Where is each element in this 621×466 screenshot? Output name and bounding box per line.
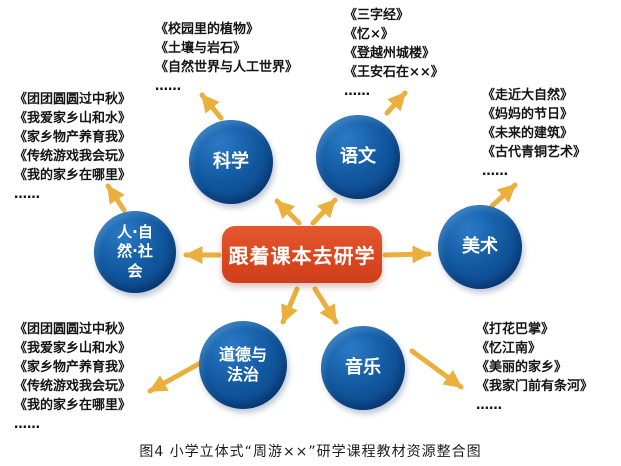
book-list-art: 《走近大自然》《妈妈的节日》《未来的建筑》《古代青铜艺术》 ……: [482, 86, 586, 181]
book-title: ……: [476, 398, 502, 413]
book-title: 《团团圆圆过中秋》: [14, 322, 132, 337]
book-title: ……: [155, 79, 181, 94]
arrow-center-to-chinese: [310, 197, 338, 226]
book-title: 《传统游戏我会玩》: [14, 379, 132, 394]
book-title: 《土壤与岩石》: [155, 41, 247, 56]
book-list-chinese: 《三字经》《忆×》《登越州城楼》《王安石在××》 ……: [344, 6, 444, 101]
book-title: 《三字经》: [344, 8, 410, 23]
arrow-center-to-science: [274, 198, 302, 226]
node-chinese: 语文: [316, 115, 400, 199]
figure-caption: 图4 小学立体式“周游××”研学课程教材资源整合图: [139, 444, 482, 460]
book-list-society: 《团团圆圆过中秋》《我爱家乡山和水》《家乡物产养育我》《传统游戏我会玩》《我的家…: [14, 90, 131, 204]
arrow-science-to-list: [199, 92, 224, 121]
book-title: 《自然世界与人工世界》: [155, 60, 299, 75]
book-title: 《古代青铜艺术》: [482, 145, 587, 160]
book-list-morality: 《团团圆圆过中秋》《我爱家乡山和水》《家乡物产养育我》《传统游戏我会玩》《我的家…: [14, 320, 131, 434]
book-title: 《未来的建筑》: [482, 126, 574, 141]
book-title: ……: [344, 84, 370, 99]
book-title: ……: [14, 417, 40, 432]
book-title: 《我的家乡在哪里》: [14, 398, 132, 413]
book-title: 《传统游戏我会玩》: [14, 149, 132, 164]
book-title: ……: [482, 164, 508, 179]
arrow-center-to-music: [312, 286, 339, 325]
book-title: 《忆江南》: [476, 341, 542, 356]
node-society: 人·自 然·社 会: [94, 211, 176, 293]
arrow-center-to-art: [382, 245, 432, 264]
arrow-art-to-list: [489, 182, 518, 209]
book-title: 《美丽的家乡》: [476, 360, 568, 375]
book-title: 《家乡物产养育我》: [14, 360, 132, 375]
book-title: 《登越州城楼》: [344, 46, 436, 61]
book-title: 《我爱家乡山和水》: [14, 111, 132, 126]
book-title: 《忆×》: [344, 27, 394, 42]
arrow-morality-to-list: [147, 358, 207, 394]
arrow-society-to-list: [105, 183, 127, 213]
book-title: 《妈妈的节日》: [482, 107, 574, 122]
book-title: 《我爱家乡山和水》: [14, 341, 132, 356]
book-title: 《我的家乡在哪里》: [14, 168, 132, 183]
center-topic: 跟着课本去研学: [222, 226, 382, 283]
node-morality: 道德与 法治: [199, 321, 287, 409]
book-list-science: 《校园里的植物》《土壤与岩石》《自然世界与人工世界》 ……: [155, 20, 298, 96]
node-art: 美术: [438, 205, 522, 289]
arrow-center-to-morality: [280, 286, 300, 325]
book-title: 《打花巴掌》: [476, 322, 555, 337]
book-title: 《团团圆圆过中秋》: [14, 92, 132, 107]
arrow-chinese-to-list: [384, 90, 408, 116]
book-title: ……: [14, 187, 40, 202]
book-title: 《家乡物产养育我》: [14, 130, 132, 145]
book-title: 《王安石在××》: [344, 65, 444, 80]
arrow-music-to-list: [409, 348, 464, 390]
book-list-music: 《打花巴掌》《忆江南》《美丽的家乡》《我家门前有条河》 ……: [476, 320, 593, 415]
node-music: 音乐: [321, 326, 405, 410]
node-science: 科学: [189, 120, 273, 204]
book-title: 《我家门前有条河》: [476, 379, 594, 394]
book-title: 《校园里的植物》: [155, 22, 260, 37]
book-title: 《走近大自然》: [482, 88, 574, 103]
